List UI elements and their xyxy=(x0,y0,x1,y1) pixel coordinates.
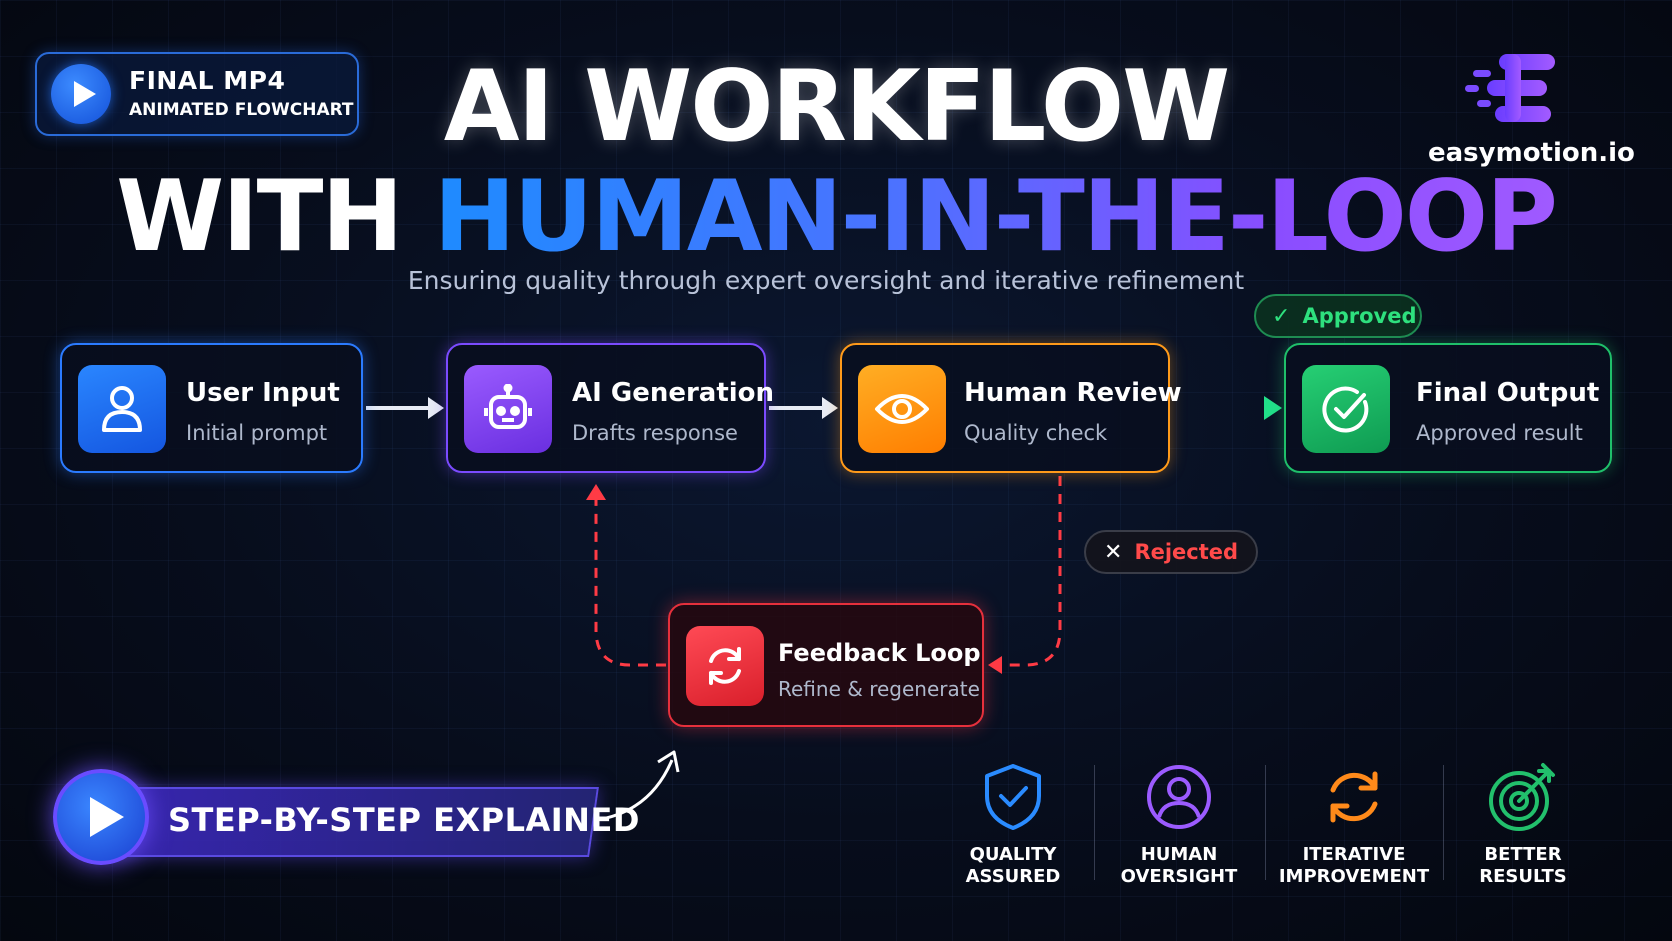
target-icon xyxy=(1443,758,1603,836)
page-title-line1: AI WORKFLOW xyxy=(443,50,1231,164)
feature-quality-assured: QUALITY ASSURED xyxy=(933,758,1093,888)
user-icon xyxy=(78,365,166,453)
badge-subtitle: ANIMATED FLOWCHART xyxy=(129,100,354,120)
node-ai-generation: AI Generation Drafts response xyxy=(446,343,774,473)
approved-text: Approved xyxy=(1302,304,1417,328)
feature-better-results: BETTER RESULTS xyxy=(1443,758,1603,888)
arrow-user-to-ai xyxy=(366,397,444,419)
node-subtitle: Refine & regenerate xyxy=(778,677,980,701)
refresh-icon xyxy=(1274,758,1434,836)
close-icon: ✕ xyxy=(1104,539,1123,565)
step-banner-text: STEP-BY-STEP EXPLAINED xyxy=(168,801,640,839)
rejected-path xyxy=(988,476,1062,674)
node-subtitle: Initial prompt xyxy=(186,421,328,445)
node-feedback-loop: Feedback Loop Refine & regenerate xyxy=(668,603,984,727)
node-user-input: User Input Initial prompt xyxy=(60,343,363,473)
divider xyxy=(1094,765,1095,880)
feedback-return-path xyxy=(586,484,666,667)
node-title: Feedback Loop xyxy=(778,639,981,667)
node-title: AI Generation xyxy=(572,378,775,408)
feature-label: BETTER RESULTS xyxy=(1479,844,1567,887)
divider xyxy=(1443,765,1444,880)
shield-check-icon xyxy=(933,758,1093,836)
rejected-label: ✕ Rejected xyxy=(1084,530,1258,574)
feature-label: HUMAN OVERSIGHT xyxy=(1120,844,1238,887)
feature-label: QUALITY ASSURED xyxy=(965,844,1061,887)
node-subtitle: Approved result xyxy=(1416,421,1583,445)
person-circle-icon xyxy=(1099,758,1259,836)
title-with: WITH xyxy=(116,160,434,274)
node-human-review: Human Review Quality check xyxy=(840,343,1182,473)
logo-text: easymotion.io xyxy=(1428,138,1635,168)
play-icon xyxy=(53,769,149,865)
refresh-icon xyxy=(686,626,764,706)
robot-icon xyxy=(464,365,552,453)
node-title: Human Review xyxy=(964,378,1182,408)
check-circle-icon xyxy=(1302,365,1390,453)
feature-label: ITERATIVE IMPROVEMENT xyxy=(1278,844,1430,887)
checkmark-icon: ✓ xyxy=(1272,303,1291,329)
approved-label: ✓ Approved xyxy=(1254,294,1422,338)
rejected-text: Rejected xyxy=(1134,540,1239,564)
node-title: User Input xyxy=(186,378,340,408)
arrow-ai-to-review xyxy=(769,397,838,419)
divider xyxy=(1265,765,1266,880)
badge-title: FINAL MP4 xyxy=(129,66,286,95)
page-title-line2: WITH HUMAN-IN-THE-LOOP xyxy=(0,160,1672,274)
play-icon xyxy=(51,64,111,124)
curved-pointer-arrow xyxy=(595,750,680,822)
page-subtitle: Ensuring quality through expert oversigh… xyxy=(407,266,1245,295)
title-hitl: HUMAN-IN-THE-LOOP xyxy=(433,160,1558,274)
eye-icon xyxy=(858,365,946,453)
easymotion-e-icon xyxy=(1465,52,1557,128)
feature-human-oversight: HUMAN OVERSIGHT xyxy=(1099,758,1259,888)
node-subtitle: Drafts response xyxy=(572,421,738,445)
feature-iterative-improvement: ITERATIVE IMPROVEMENT xyxy=(1274,758,1434,888)
node-final-output: Final Output Approved result xyxy=(1284,343,1612,473)
final-mp4-badge: FINAL MP4 ANIMATED FLOWCHART xyxy=(35,52,359,136)
arrow-review-to-final xyxy=(1173,396,1282,420)
node-subtitle: Quality check xyxy=(964,421,1108,445)
node-title: Final Output xyxy=(1416,378,1600,408)
